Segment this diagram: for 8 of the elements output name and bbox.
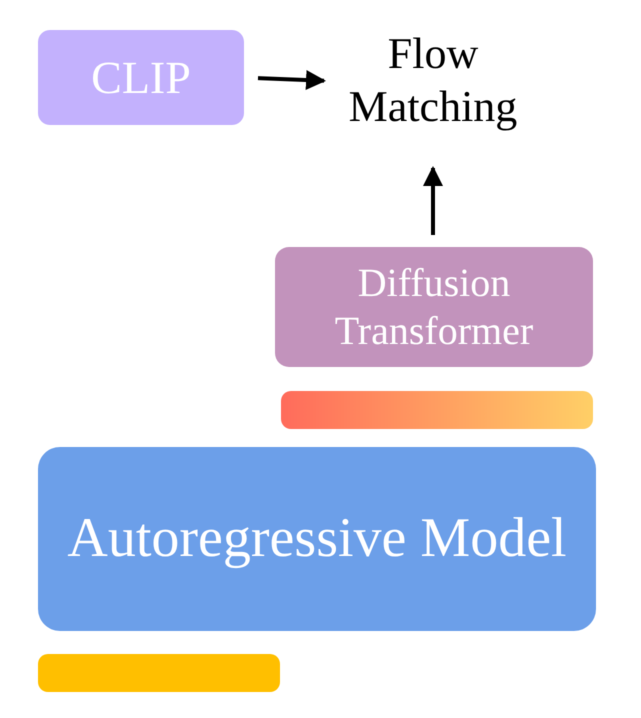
arrow <box>258 70 326 90</box>
gradient-bar <box>281 391 593 429</box>
arrow <box>423 166 443 235</box>
model-box: Diffusion Transformer <box>275 247 593 367</box>
model-box: Autoregressive Model <box>38 447 596 631</box>
box-label: Flow Matching <box>348 28 518 133</box>
progress-bar <box>38 654 280 692</box>
model-box: CLIP <box>38 30 244 125</box>
